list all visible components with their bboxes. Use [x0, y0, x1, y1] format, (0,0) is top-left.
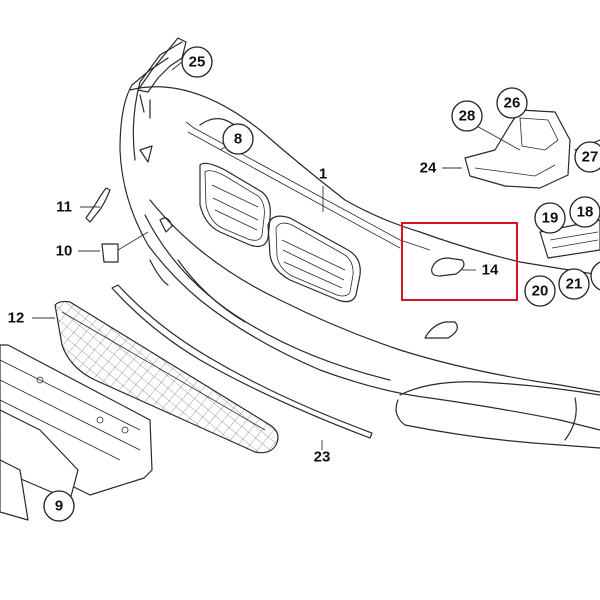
carrier-bracket: [0, 344, 153, 521]
svg-text:26: 26: [504, 95, 521, 112]
callout-19: 19: [534, 202, 566, 234]
svg-text:8: 8: [234, 131, 242, 148]
svg-text:9: 9: [55, 498, 63, 515]
tow-hook-cover: [431, 257, 465, 277]
callout-20: 20: [524, 275, 556, 307]
label-1: 1: [319, 166, 327, 183]
svg-text:25: 25: [189, 54, 206, 71]
svg-text:21: 21: [566, 276, 583, 293]
svg-text:28: 28: [459, 108, 476, 125]
callout-18: 18: [569, 196, 600, 228]
callout-25: 25: [181, 46, 213, 78]
svg-text:18: 18: [577, 204, 594, 221]
trim-strip: [111, 284, 373, 439]
callout-21: 21: [558, 268, 590, 300]
label-23: 23: [314, 449, 331, 466]
callout-28: 28: [451, 100, 483, 132]
callout-26: 26: [496, 87, 528, 119]
callout-27: 27: [574, 141, 600, 173]
label-12: 12: [8, 310, 25, 327]
label-11: 11: [56, 199, 72, 216]
kidney-grille: [199, 162, 361, 303]
svg-text:27: 27: [582, 149, 599, 166]
label-14: 14: [482, 262, 499, 279]
svg-text:20: 20: [532, 283, 549, 300]
callout-9: 9: [43, 490, 75, 522]
highlight-box: [401, 222, 518, 301]
callout-8: 8: [222, 123, 254, 155]
front-bumper-cover: [119, 41, 600, 449]
label-10: 10: [56, 243, 73, 260]
label-24: 24: [420, 160, 437, 177]
clip-part: [85, 187, 111, 223]
svg-text:19: 19: [542, 210, 559, 227]
